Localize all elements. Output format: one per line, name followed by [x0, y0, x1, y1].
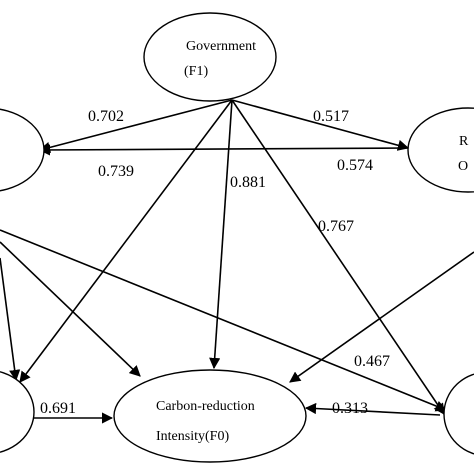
edge-right-bottom-to-carbon: [304, 402, 441, 416]
node-carbon: Carbon-reduction Intensity(F0): [113, 369, 307, 463]
edge-left-top-to-right-bottom: [0, 229, 448, 412]
edge-gov-to-left-bottom: [19, 99, 233, 383]
coef-gov-to-carbon: 0.881: [230, 174, 266, 191]
node-right-bottom: [443, 373, 474, 455]
edges: [0, 99, 474, 424]
coefficients: 0.702 0.517 0.574 0.739 0.881 0.767 0.46…: [40, 108, 390, 417]
node-government: Government (F1): [143, 12, 277, 102]
edge-left-top-to-left-bottom: [0, 257, 21, 382]
government-id: (F1): [184, 64, 208, 79]
node-right-top: R O: [407, 107, 474, 193]
carbon-label: Carbon-reduction: [156, 399, 255, 414]
coef-gov-to-right-bottom: 0.767: [318, 218, 354, 235]
coef-gov-to-left-top: 0.702: [88, 108, 124, 125]
right-top-id: O: [458, 159, 468, 174]
coef-left-top-to-right-bottom: 0.467: [354, 353, 390, 370]
edge-left-top-to-carbon: [0, 241, 141, 377]
coef-gov-to-left-bottom: 0.739: [98, 163, 134, 180]
coef-left-bottom-to-carbon: 0.691: [40, 400, 76, 417]
edge-right-top-to-left-top: [38, 144, 409, 156]
coef-right-bottom-to-carbon: 0.313: [332, 400, 368, 417]
coef-right-top-to-left-top: 0.574: [337, 157, 373, 174]
coef-gov-to-right-top: 0.517: [313, 108, 349, 125]
edge-gov-to-carbon: [209, 99, 233, 370]
carbon-id: Intensity(F0): [156, 429, 229, 444]
government-label: Government: [186, 39, 256, 54]
node-left-bottom: [0, 371, 35, 453]
edge-gov-to-right-bottom: [231, 99, 445, 415]
right-top-label: R: [459, 134, 469, 149]
edge-gov-to-right-top: [231, 99, 410, 151]
edge-gov-to-left-top: [38, 99, 233, 153]
node-left-top: [0, 108, 45, 192]
edge-right-top-to-carbon: [289, 251, 474, 383]
